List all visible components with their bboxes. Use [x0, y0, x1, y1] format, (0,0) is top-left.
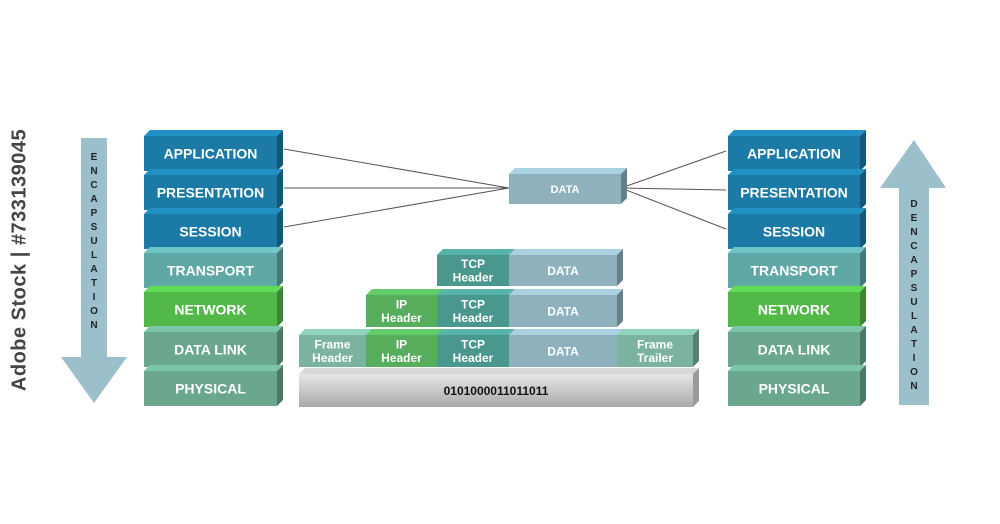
frame-data-block: DATA	[509, 329, 623, 367]
left-layer-network: NETWORK	[144, 286, 283, 327]
right-layer-presentation-label: PRESENTATION	[740, 185, 848, 201]
right-layer-network: NETWORK	[728, 286, 866, 327]
left-connector-3	[283, 187, 510, 228]
right-layer-data-link-label: DATA LINK	[758, 342, 831, 358]
left-layer-data-link-label: DATA LINK	[174, 342, 247, 358]
left-layer-transport: TRANSPORT	[144, 247, 283, 288]
left-layer-presentation-label: PRESENTATION	[157, 185, 265, 201]
right-layer-network-label: NETWORK	[758, 302, 830, 318]
left-layer-application: APPLICATION	[144, 130, 283, 171]
right-connector-3	[620, 187, 727, 230]
left-layer-data-link: DATA LINK	[144, 326, 283, 367]
right-layer-physical-label: PHYSICAL	[759, 381, 830, 397]
right-connector-2	[620, 187, 727, 191]
right-layer-session: SESSION	[728, 208, 866, 249]
physical-bits-bar: 0101000011011011	[299, 368, 699, 407]
decapsulation-arrow	[880, 140, 946, 405]
right-layer-data-link: DATA LINK	[728, 326, 866, 367]
frame-data-block-label: DATA	[547, 344, 579, 358]
left-layer-network-label: NETWORK	[174, 302, 246, 318]
packet-data-block: DATA	[509, 289, 623, 327]
data-block-application: DATA	[509, 168, 627, 204]
right-layer-application: APPLICATION	[728, 130, 866, 171]
right-layer-session-label: SESSION	[763, 224, 825, 240]
bits-value: 0101000011011011	[444, 384, 549, 398]
encapsulation-arrow	[61, 138, 127, 403]
packet-data-block-label: DATA	[547, 304, 579, 318]
left-layer-session-label: SESSION	[179, 224, 241, 240]
left-layer-session: SESSION	[144, 208, 283, 249]
left-connector-1	[283, 148, 510, 189]
watermark-text: Adobe Stock | #733139045	[8, 128, 31, 391]
right-layer-transport: TRANSPORT	[728, 247, 866, 288]
segment-data-block-label: DATA	[547, 264, 579, 278]
right-layer-application-label: APPLICATION	[747, 146, 841, 162]
left-layer-transport-label: TRANSPORT	[167, 263, 255, 279]
stock-watermark: Adobe Stock | #733139045	[8, 0, 32, 519]
right-connector-1	[620, 150, 727, 189]
left-layer-physical-label: PHYSICAL	[175, 381, 246, 397]
right-layer-transport-label: TRANSPORT	[750, 263, 838, 279]
data-block-application-label: DATA	[551, 184, 580, 196]
right-layer-presentation: PRESENTATION	[728, 169, 866, 210]
left-layer-presentation: PRESENTATION	[144, 169, 283, 210]
left-layer-application-label: APPLICATION	[164, 146, 258, 162]
right-layer-physical: PHYSICAL	[728, 365, 866, 406]
segment-data-block: DATA	[509, 249, 623, 286]
left-layer-physical: PHYSICAL	[144, 365, 283, 406]
